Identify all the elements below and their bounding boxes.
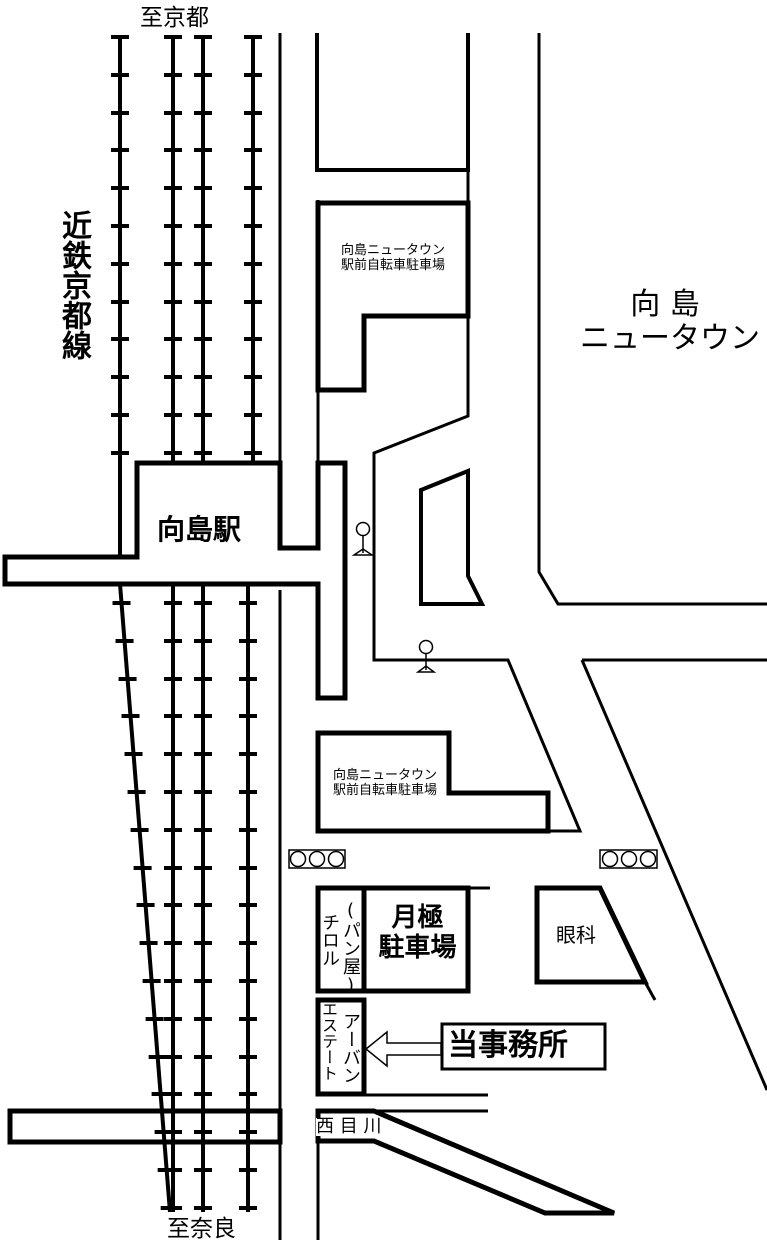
- bicycle-parking-north-line2: 駅前自転車駐車場: [340, 258, 445, 273]
- bicycle-parking-north-label: 向島ニュータウン 駅前自転車駐車場: [318, 243, 468, 273]
- bicycle-parking-south-line2: 駅前自転車駐車場: [332, 783, 437, 798]
- monthly-parking-line1: 月極: [391, 903, 444, 933]
- district-line2: ニュータウン: [580, 321, 760, 356]
- railway-line-label: 近鉄京都線: [56, 210, 91, 360]
- bicycle-parking-south-label: 向島ニュータウン 駅前自転車駐車場: [310, 768, 460, 798]
- traffic-signal-east: [599, 849, 658, 869]
- office-arrow: [364, 1030, 442, 1068]
- bus-stop-symbol-1: [351, 521, 375, 556]
- office-label-box: [440, 1022, 607, 1071]
- station-building: [2, 460, 348, 701]
- station-name-label: 向島駅: [157, 513, 242, 546]
- monthly-parking-lot: [361, 885, 471, 994]
- bicycle-parking-north-line1: 向島ニュータウン: [340, 243, 445, 258]
- railway-tracks-north: [118, 35, 255, 557]
- river-nishimegawa: [315, 1108, 615, 1216]
- railway-bridge: [7, 1108, 283, 1145]
- bicycle-parking-south-line1: 向島ニュータウン: [332, 768, 437, 783]
- direction-nara-label: 至奈良: [167, 1216, 236, 1242]
- bicycle-parking-south: [315, 730, 551, 834]
- bakery-note-label: (パン屋): [340, 900, 361, 996]
- bus-stop-symbol-2: [415, 639, 437, 673]
- ophthalmology-label: 眼科: [556, 923, 596, 947]
- urban-estate-label-col1: アーバン: [340, 1012, 361, 1084]
- urban-estate-building: [315, 997, 367, 1097]
- direction-kyoto-label: 至京都: [140, 5, 209, 31]
- monthly-parking-line2: 駐車場: [378, 933, 457, 963]
- railway-ties-south: [112, 601, 257, 1210]
- river-label: 西 目 川: [316, 1116, 382, 1137]
- urban-estate-label-col2: エステート: [319, 1001, 338, 1081]
- bakery-name-label: チロル: [319, 913, 340, 967]
- district-line1: 向 島: [630, 287, 700, 322]
- traffic-island: [419, 468, 486, 606]
- block-north: [315, 33, 470, 172]
- district-label: 向 島 ニュータウン: [580, 290, 760, 354]
- railway-ties-north: [111, 35, 262, 455]
- railway-tracks-south: [118, 583, 250, 1213]
- bicycle-parking-north: [315, 200, 471, 393]
- traffic-signal-west: [288, 849, 346, 869]
- monthly-parking-label: 月極 駐車場: [370, 905, 465, 961]
- office-label: 当事務所: [448, 1028, 568, 1063]
